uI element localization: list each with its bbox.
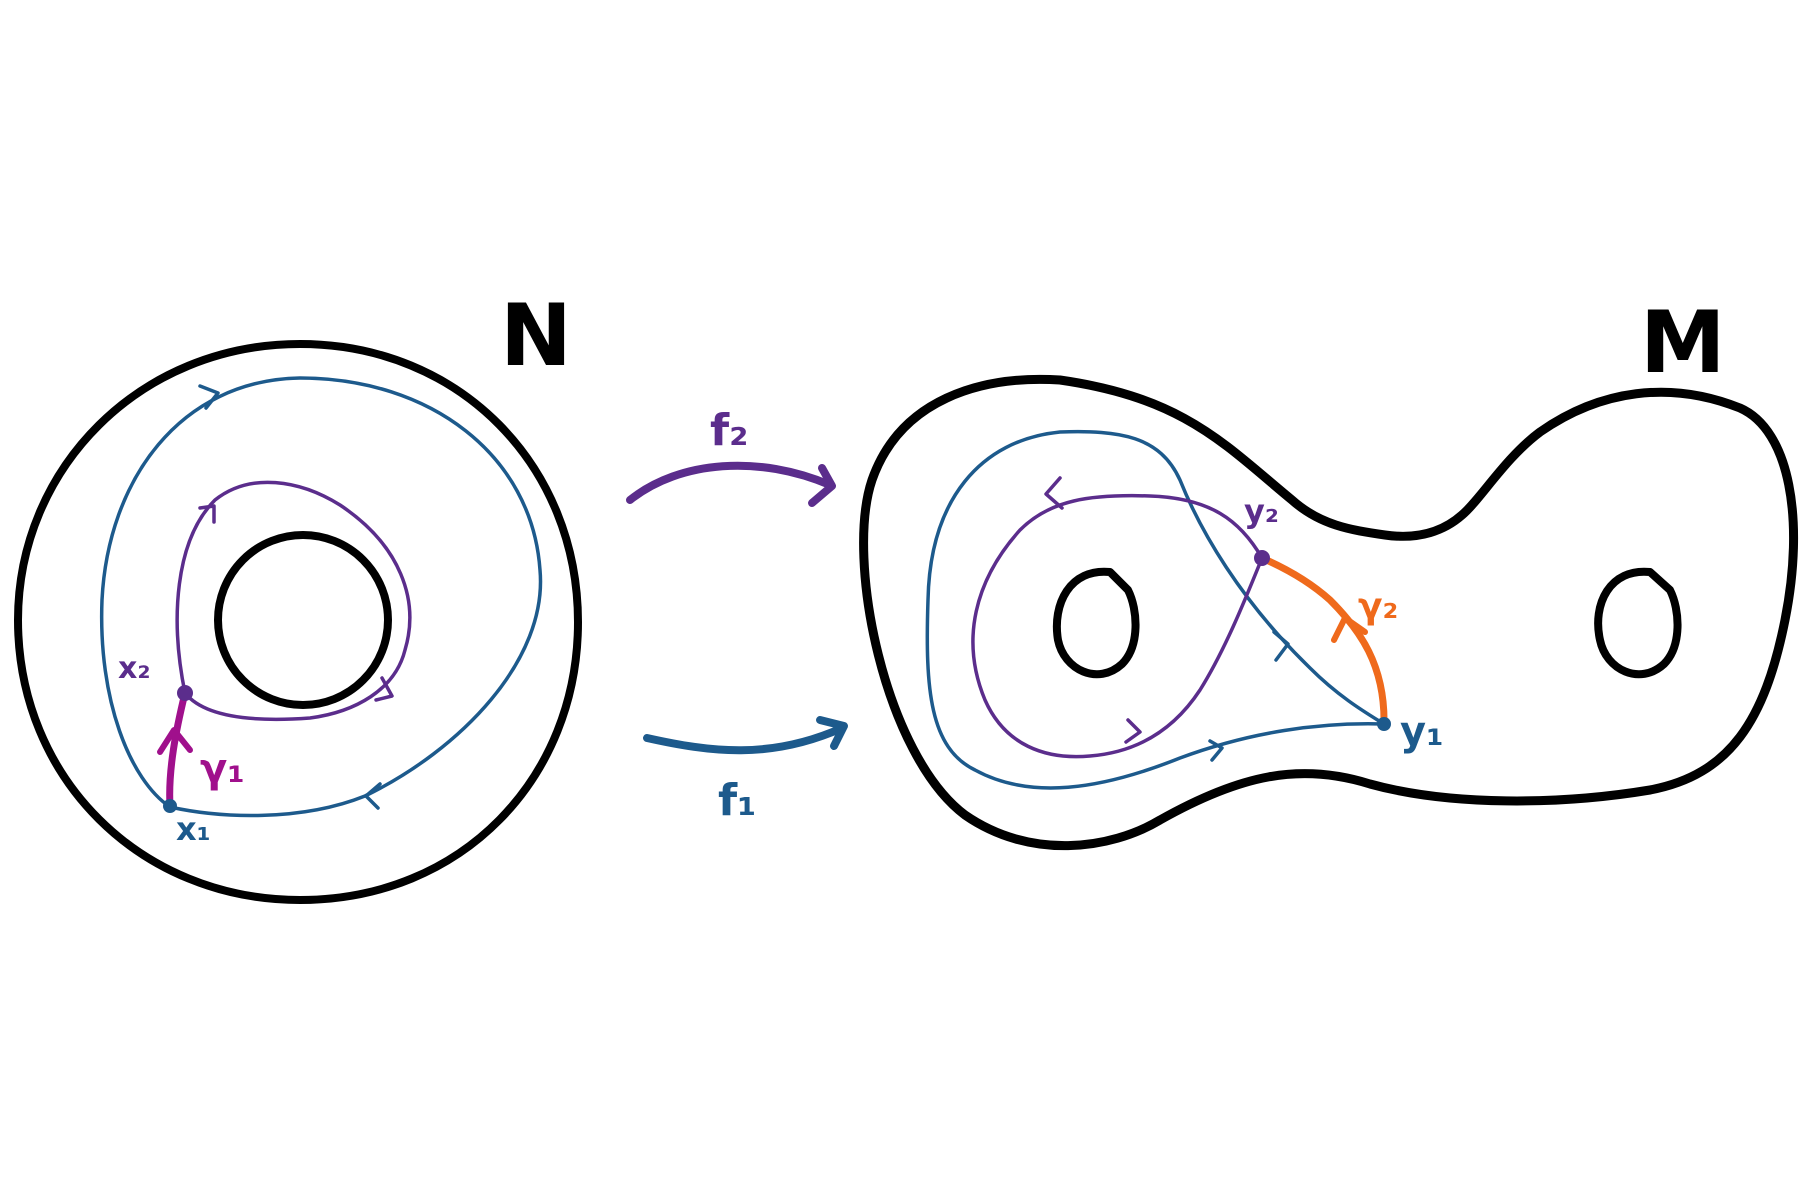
label-gamma1: γ₁	[200, 746, 245, 792]
annulus-inner-boundary	[214, 531, 392, 709]
point-x1	[163, 799, 177, 813]
point-y1	[1377, 717, 1391, 731]
loop-f1-arrow-top	[198, 384, 220, 410]
label-x2: x₂	[118, 651, 151, 686]
label-y2: y₂	[1244, 492, 1279, 530]
loop-f2-M-arrow-top	[1044, 476, 1064, 510]
label-gamma2: γ₂	[1358, 586, 1398, 627]
gamma2-path	[1258, 554, 1388, 728]
loop-f2-in-M	[971, 493, 1264, 759]
gamma2-arrowhead	[1331, 615, 1368, 643]
point-y2	[1254, 550, 1270, 566]
map-f1-arrowhead	[816, 716, 848, 750]
label-f1: f₁	[718, 775, 756, 826]
gamma1-arrowhead	[157, 727, 193, 755]
map-f1-arrow	[643, 724, 846, 755]
loop-f2-M-arrow-bottom	[1124, 718, 1142, 744]
loop-f2-arrow-left	[198, 504, 216, 524]
map-f1	[643, 716, 848, 755]
map-f2-arrow	[626, 461, 834, 504]
annulus-outer-boundary	[14, 340, 582, 904]
gamma1-path	[166, 689, 189, 810]
point-x2	[177, 685, 193, 701]
label-f2: f₂	[710, 405, 748, 456]
loop-f1-in-M	[925, 429, 1386, 790]
surface-M-boundary	[859, 374, 1798, 851]
loop-f1-M-arrow-bottom	[1208, 739, 1224, 762]
label-y1: y₁	[1400, 709, 1444, 755]
label-N: N	[500, 286, 572, 386]
loop-f1-arrow-bottom	[364, 782, 382, 810]
loop-f1-M-arrow-mid	[1272, 630, 1290, 662]
map-f2-arrowhead	[808, 464, 836, 507]
loop-f2-arrow-right	[374, 676, 394, 702]
label-x1: x₁	[176, 810, 211, 848]
loop-f1-in-N	[99, 376, 543, 818]
map-f2	[626, 461, 836, 507]
surface-M-hole-left	[1052, 567, 1140, 679]
surface-M	[859, 374, 1798, 851]
surface-M-hole-right	[1594, 567, 1682, 679]
label-M: M	[1640, 293, 1726, 393]
annulus-N	[14, 340, 582, 904]
loop-f2-in-N	[175, 480, 412, 722]
